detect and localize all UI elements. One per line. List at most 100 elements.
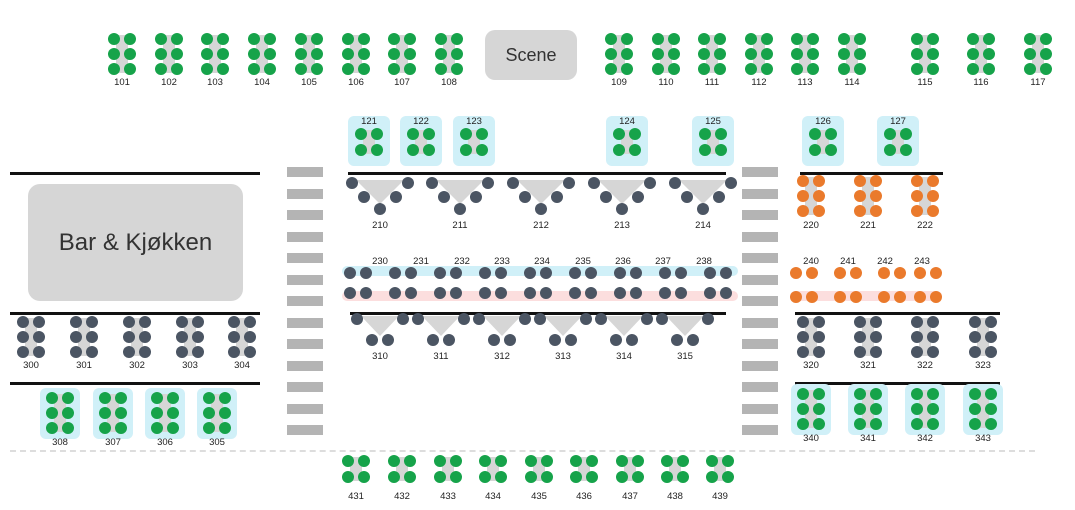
seat[interactable]: [404, 63, 416, 75]
seat[interactable]: [722, 471, 734, 483]
seat[interactable]: [476, 144, 488, 156]
table-105[interactable]: [303, 35, 315, 73]
seat[interactable]: [123, 346, 135, 358]
seat[interactable]: [388, 455, 400, 467]
seat[interactable]: [535, 203, 547, 215]
seat[interactable]: [435, 48, 447, 60]
seat[interactable]: [704, 287, 716, 299]
seat[interactable]: [911, 316, 923, 328]
seat[interactable]: [389, 287, 401, 299]
seat[interactable]: [813, 418, 825, 430]
seat[interactable]: [677, 471, 689, 483]
seat[interactable]: [479, 287, 491, 299]
seat[interactable]: [652, 33, 664, 45]
seat[interactable]: [641, 313, 653, 325]
seat[interactable]: [551, 191, 563, 203]
seat[interactable]: [155, 33, 167, 45]
seat[interactable]: [675, 287, 687, 299]
seat[interactable]: [203, 422, 215, 434]
seat[interactable]: [806, 291, 818, 303]
seat[interactable]: [46, 392, 58, 404]
seat[interactable]: [927, 48, 939, 60]
seat[interactable]: [605, 63, 617, 75]
seat[interactable]: [434, 455, 446, 467]
seat[interactable]: [124, 63, 136, 75]
seat[interactable]: [495, 471, 507, 483]
seat[interactable]: [854, 48, 866, 60]
seat[interactable]: [659, 287, 671, 299]
table-116[interactable]: [975, 35, 987, 73]
seat[interactable]: [850, 267, 862, 279]
seat[interactable]: [70, 346, 82, 358]
seat[interactable]: [264, 48, 276, 60]
seat[interactable]: [460, 128, 472, 140]
seat[interactable]: [1040, 33, 1052, 45]
seat[interactable]: [342, 471, 354, 483]
seat[interactable]: [813, 346, 825, 358]
seat[interactable]: [791, 48, 803, 60]
seat[interactable]: [371, 144, 383, 156]
seat[interactable]: [687, 334, 699, 346]
seat[interactable]: [698, 33, 710, 45]
seat[interactable]: [244, 331, 256, 343]
seat[interactable]: [715, 128, 727, 140]
seat[interactable]: [86, 316, 98, 328]
seat[interactable]: [248, 48, 260, 60]
seat[interactable]: [33, 316, 45, 328]
seat[interactable]: [870, 205, 882, 217]
seat[interactable]: [632, 455, 644, 467]
table-310[interactable]: [361, 316, 399, 336]
seat[interactable]: [797, 331, 809, 343]
table-342[interactable]: [919, 390, 931, 428]
seat[interactable]: [797, 418, 809, 430]
seat[interactable]: [969, 346, 981, 358]
seat[interactable]: [86, 331, 98, 343]
seat[interactable]: [450, 287, 462, 299]
seat[interactable]: [427, 334, 439, 346]
seat[interactable]: [388, 63, 400, 75]
seat[interactable]: [659, 267, 671, 279]
seat[interactable]: [927, 190, 939, 202]
table-101[interactable]: [116, 35, 128, 73]
seat[interactable]: [124, 48, 136, 60]
seat[interactable]: [525, 471, 537, 483]
seat[interactable]: [797, 205, 809, 217]
table-117[interactable]: [1032, 35, 1044, 73]
seat[interactable]: [698, 48, 710, 60]
seat[interactable]: [360, 267, 372, 279]
seat[interactable]: [201, 33, 213, 45]
seat[interactable]: [569, 267, 581, 279]
seat[interactable]: [911, 48, 923, 60]
seat[interactable]: [438, 191, 450, 203]
seat[interactable]: [613, 128, 625, 140]
seat[interactable]: [203, 392, 215, 404]
seat[interactable]: [834, 267, 846, 279]
seat[interactable]: [219, 407, 231, 419]
seat[interactable]: [504, 334, 516, 346]
seat[interactable]: [677, 455, 689, 467]
seat[interactable]: [346, 177, 358, 189]
seat[interactable]: [228, 346, 240, 358]
seat[interactable]: [586, 455, 598, 467]
seat[interactable]: [985, 388, 997, 400]
seat[interactable]: [854, 63, 866, 75]
seat[interactable]: [838, 48, 850, 60]
seat[interactable]: [884, 144, 896, 156]
seat[interactable]: [702, 313, 714, 325]
seat[interactable]: [809, 144, 821, 156]
seat[interactable]: [870, 388, 882, 400]
table-110[interactable]: [660, 35, 672, 73]
seat[interactable]: [854, 418, 866, 430]
seat[interactable]: [565, 334, 577, 346]
seat[interactable]: [388, 48, 400, 60]
seat[interactable]: [17, 346, 29, 358]
seat[interactable]: [404, 48, 416, 60]
seat[interactable]: [985, 418, 997, 430]
seat[interactable]: [358, 455, 370, 467]
seat[interactable]: [524, 267, 536, 279]
seat[interactable]: [911, 346, 923, 358]
table-321[interactable]: [862, 318, 874, 356]
seat[interactable]: [911, 63, 923, 75]
seat[interactable]: [616, 471, 628, 483]
seat[interactable]: [358, 33, 370, 45]
